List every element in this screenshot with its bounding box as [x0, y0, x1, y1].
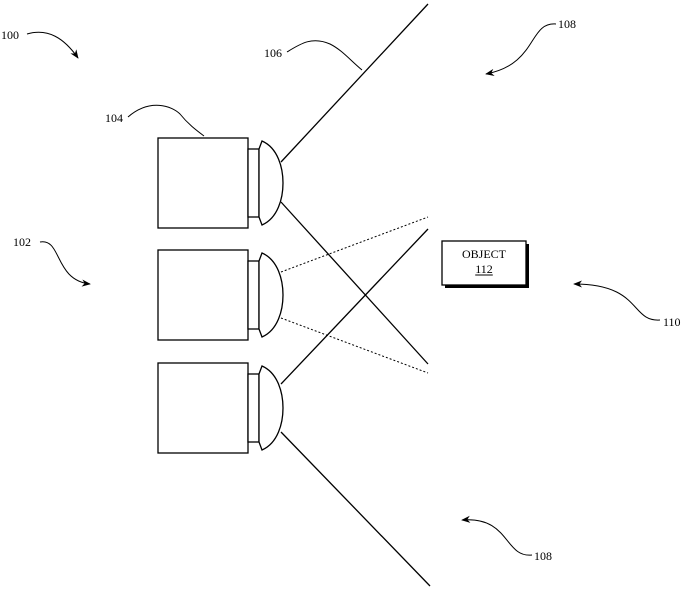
leader-108-bottom-arrow: [461, 515, 533, 556]
object-title: OBJECT: [462, 247, 507, 261]
label-104: 104: [105, 111, 123, 125]
camera-lens-mount: [247, 148, 260, 218]
middle-camera-lower-dotted-ray: [280, 317, 429, 374]
object-number: 112: [475, 262, 493, 276]
top-camera-upper-ray: [280, 3, 429, 163]
camera-middle: [157, 249, 284, 341]
reference-leaders: [26, 23, 661, 556]
camera-bottom: [157, 362, 284, 454]
label-106: 106: [264, 46, 282, 60]
camera-lens: [258, 365, 284, 451]
label-108-top: 108: [558, 17, 576, 31]
reference-numerals: 100 102 104 106 108 110 108: [1, 17, 681, 563]
middle-camera-upper-dotted-ray: [280, 216, 429, 273]
label-110: 110: [663, 315, 681, 329]
label-100: 100: [1, 28, 19, 42]
bottom-camera-lower-ray: [280, 431, 431, 587]
camera-lens: [258, 140, 284, 226]
top-camera-lower-ray: [280, 201, 429, 365]
bottom-camera-upper-ray: [280, 228, 429, 385]
middle-camera-fov: [280, 216, 429, 374]
leader-100-arrow: [26, 31, 79, 59]
camera-top: [157, 137, 284, 229]
object-box-frame: [441, 240, 527, 286]
camera-body: [157, 362, 249, 454]
camera-lens-mount: [247, 260, 260, 330]
object-box: OBJECT 112: [441, 240, 529, 288]
label-108-bottom: 108: [534, 549, 552, 563]
leader-104: [127, 104, 205, 137]
camera-lens-mount: [247, 373, 260, 443]
field-of-view-lines: [280, 3, 431, 587]
camera-body: [157, 137, 249, 229]
leader-106: [286, 40, 363, 71]
label-102: 102: [13, 235, 31, 249]
leader-110-arrow: [573, 280, 661, 321]
leader-108-top-arrow: [485, 23, 557, 76]
leader-102-arrow: [39, 241, 91, 287]
camera-body: [157, 249, 249, 341]
camera-lens: [258, 252, 284, 338]
